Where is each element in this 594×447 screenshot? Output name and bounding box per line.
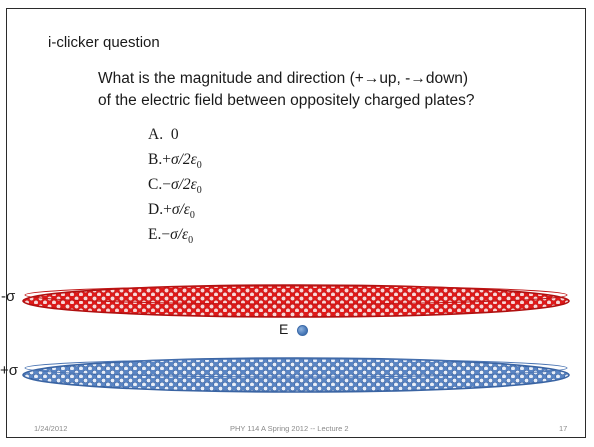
question-text: What is the magnitude and direction (+→u… (98, 68, 475, 112)
right-arrow-icon: → (410, 70, 426, 87)
option-letter: A. (148, 126, 164, 143)
positive-plate (22, 357, 570, 393)
right-arrow-icon: → (363, 70, 380, 87)
footer-date: 1/24/2012 (34, 424, 68, 433)
option-expression: σ/ε (171, 201, 190, 218)
option-letter: D. (148, 201, 164, 218)
option-subscript: 0 (189, 210, 195, 221)
question-line-1: What is the magnitude and direction (+→u… (98, 68, 475, 90)
question-text-part: What is the magnitude and direction (+ (98, 70, 364, 87)
footer-course: PHY 114 A Spring 2012 -- Lecture 2 (230, 424, 349, 433)
answer-options: A. 0 B.+σ/2ε0 C.−σ/2ε0 D.+σ/ε0 E.−σ/ε0 (148, 122, 202, 247)
field-point-label: E (279, 321, 289, 337)
question-text-part: up, - (379, 70, 411, 87)
question-text-part: down) (425, 70, 469, 87)
footer-page-number: 17 (559, 424, 568, 433)
field-point-marker (297, 325, 308, 336)
slide-title: i-clicker question (48, 34, 160, 51)
negative-charge-label: -σ (1, 288, 16, 305)
option-subscript: 0 (196, 185, 202, 196)
option-expression: σ/2ε (170, 151, 197, 168)
option-sign: + (163, 201, 172, 218)
option-b[interactable]: B.+σ/2ε0 (148, 147, 202, 172)
option-e[interactable]: E.−σ/ε0 (148, 222, 202, 247)
option-value: 0 (170, 126, 179, 143)
option-sign: − (161, 226, 171, 243)
option-subscript: 0 (196, 160, 202, 171)
question-line-2: of the electric field between oppositely… (98, 92, 475, 109)
negative-plate (22, 284, 570, 318)
option-expression: σ/ε (170, 226, 189, 243)
option-sign: − (162, 176, 171, 193)
option-subscript: 0 (188, 235, 194, 246)
option-c[interactable]: C.−σ/2ε0 (148, 172, 202, 197)
option-letter: E. (148, 226, 162, 243)
positive-charge-label: +σ (0, 362, 19, 379)
slide-border (6, 8, 586, 438)
option-sign: + (162, 151, 171, 168)
option-a[interactable]: A. 0 (148, 122, 202, 147)
option-d[interactable]: D.+σ/ε0 (148, 197, 202, 222)
option-expression: σ/2ε (170, 176, 197, 193)
option-letter: B. (148, 151, 163, 168)
option-letter: C. (148, 176, 163, 193)
